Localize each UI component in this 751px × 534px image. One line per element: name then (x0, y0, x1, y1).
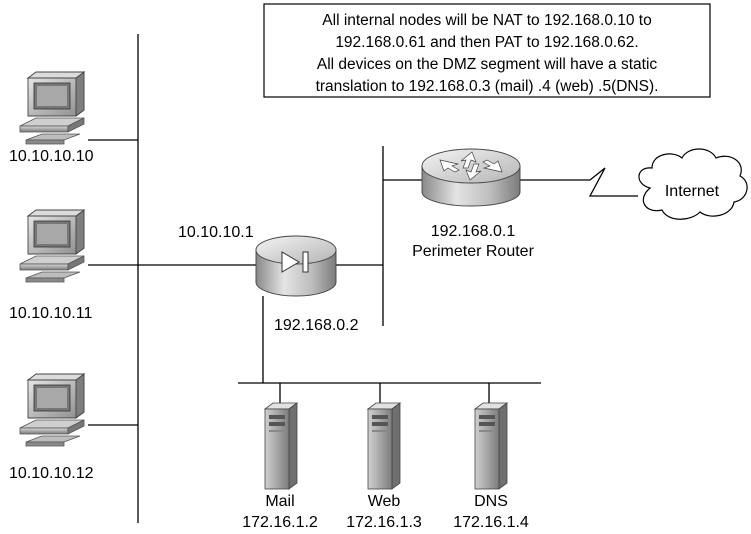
host-2: 10.10.10.11 (9, 209, 92, 322)
cloud-icon (638, 148, 748, 220)
note-line-3: All devices on the DMZ segment will have… (317, 56, 658, 73)
router-name: Perimeter Router (412, 243, 534, 260)
host-1: 10.10.10.10 (9, 71, 94, 165)
server-dns-name: DNS (474, 493, 508, 510)
note-line-1: All internal nodes will be NAT to 192.16… (322, 12, 651, 29)
router-ip: 192.168.0.1 (431, 223, 516, 240)
firewall: 10.10.10.1 192.168.0.2 (178, 224, 359, 334)
server-web: Web 172.16.1.3 (346, 402, 422, 531)
server-icon (264, 402, 298, 490)
host-2-ip: 10.10.10.11 (9, 305, 92, 322)
wan-serial-link (520, 167, 638, 197)
server-dns: DNS 172.16.1.4 (453, 402, 529, 531)
workstation-icon (19, 209, 85, 283)
server-icon (474, 402, 508, 490)
host-3-ip: 10.10.10.12 (9, 465, 94, 482)
router-icon (421, 148, 521, 207)
server-mail: Mail 172.16.1.2 (242, 402, 318, 531)
note-line-2: 192.168.0.61 and then PAT to 192.168.0.6… (335, 34, 638, 51)
network-links (88, 34, 638, 523)
internet-cloud: Internet (638, 148, 748, 220)
server-mail-name: Mail (265, 493, 294, 510)
note-line-4: translation to 192.168.0.3 (mail) .4 (we… (316, 78, 659, 95)
firewall-icon (255, 235, 337, 297)
firewall-outside-ip: 192.168.0.2 (274, 317, 359, 334)
server-web-name: Web (368, 493, 401, 510)
nat-policy-note: All internal nodes will be NAT to 192.16… (263, 3, 711, 98)
host-1-ip: 10.10.10.10 (9, 148, 94, 165)
workstation-icon (19, 71, 85, 145)
perimeter-router: 192.168.0.1 Perimeter Router (412, 148, 535, 260)
workstation-icon (19, 373, 85, 447)
server-web-ip: 172.16.1.3 (346, 514, 422, 531)
host-3: 10.10.10.12 (9, 373, 94, 482)
cloud-label: Internet (665, 183, 720, 200)
server-mail-ip: 172.16.1.2 (242, 514, 318, 531)
firewall-inside-ip: 10.10.10.1 (178, 224, 254, 241)
server-dns-ip: 172.16.1.4 (453, 514, 529, 531)
server-icon (367, 402, 401, 490)
